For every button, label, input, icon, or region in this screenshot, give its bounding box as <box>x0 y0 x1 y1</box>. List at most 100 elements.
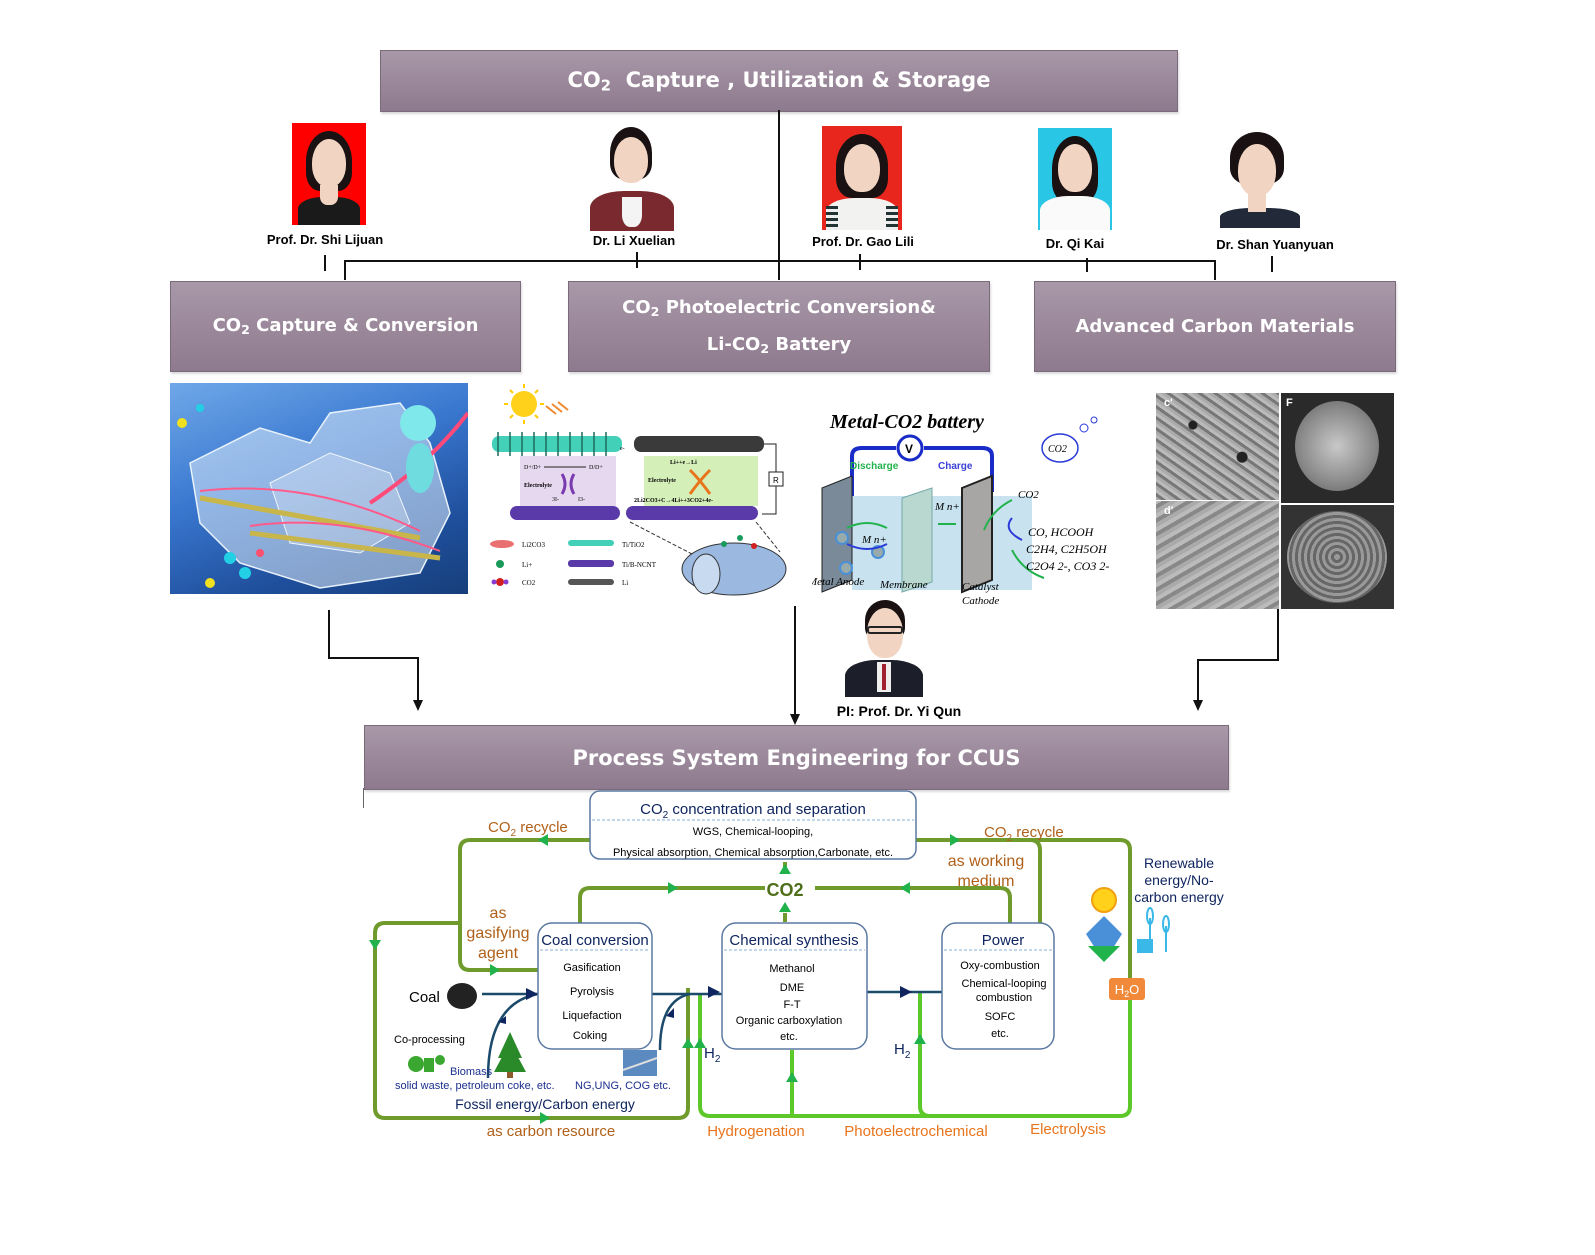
resistor-label: R <box>773 476 779 485</box>
reaction-top-label: Li++e→Li <box>670 460 697 466</box>
redox-right-label: D/D+ <box>589 465 603 471</box>
metal-co2-battery-svg: Metal-CO2 battery V Discharge Charge M n… <box>812 411 1109 607</box>
power-item: Oxy-combustion <box>960 960 1039 972</box>
flow-arrowheads <box>369 834 960 1124</box>
chemical-synthesis-title: Chemical synthesis <box>729 932 858 949</box>
photo-pi-yi-qun <box>845 600 923 697</box>
h2-left-label: H2 <box>704 1045 721 1065</box>
synthesis-item: Organic carboxylation <box>736 1015 842 1027</box>
solid-waste-label: solid waste, petroleum coke, etc. <box>395 1080 555 1092</box>
arrow-right-seg1 <box>1277 609 1279 661</box>
ion-right-label: M n+ <box>934 501 960 513</box>
main-title-bar: CO2 Capture , Utilization & Storage <box>380 50 1178 112</box>
product-line-1: CO, HCOOH <box>1028 525 1095 539</box>
navy-arrowheads <box>498 986 912 1024</box>
coal-label: Coal <box>409 989 440 1006</box>
sem-micrographs: c' F d' <box>1156 393 1394 609</box>
process-frame-left <box>363 788 364 808</box>
ion-left-label: M n+ <box>861 534 887 546</box>
photoelectric-battery-svg: D+/D+ D/D+ Electrolyte 3I- I3- Li++e→Li … <box>490 384 787 596</box>
separation-line-2: Physical absorption, Chemical absorption… <box>613 847 893 859</box>
renewable-line-1: Renewable <box>1144 855 1214 871</box>
co2-recycle-lines <box>373 838 1132 1120</box>
voltmeter-label: V <box>905 442 913 456</box>
fossil-label: Fossil energy/Carbon energy <box>455 1096 635 1112</box>
coal-conversion-box <box>537 922 653 1050</box>
separation-box <box>589 790 917 860</box>
tree-icon <box>494 1032 526 1078</box>
metal-co2-battery-figure: Metal-CO2 battery V Discharge Charge M n… <box>812 400 1132 610</box>
area-photoelectric-battery: CO2 Photoelectric Conversion& Li-CO2 Bat… <box>568 281 990 372</box>
power-item: SOFC <box>985 1011 1016 1023</box>
redox-left-label: D+/D+ <box>524 465 542 471</box>
gasifying-line-2: gasifying <box>466 925 529 942</box>
electrolysis-label: Electrolysis <box>1030 1121 1106 1138</box>
tick-gao <box>859 254 861 270</box>
person-name: Prof. Dr. Gao Lili <box>812 234 914 249</box>
hydro-dam-icon <box>1086 916 1122 962</box>
metal-co2-title: Metal-CO2 battery <box>829 411 984 433</box>
renewable-line-2: energy/No- <box>1144 872 1214 888</box>
co2-in-label: CO2 <box>1018 489 1039 501</box>
arrow-left-seg1 <box>328 610 330 658</box>
coal-conversion-title: Coal conversion <box>541 932 649 949</box>
area-capture-conversion: CO2 Capture & Conversion <box>170 281 521 372</box>
legend-ti-tio2: Ti/TiO2 <box>622 541 645 549</box>
power-item: etc. <box>991 1028 1009 1040</box>
electrolyte-left-label: Electrolyte <box>524 483 552 489</box>
sem-label-d: d' <box>1164 505 1174 517</box>
legend-li: Li <box>622 579 628 587</box>
capture-illustration-svg <box>177 402 468 589</box>
h2-right-label: H2 <box>894 1041 911 1061</box>
person-name: Dr. Shan Yuanyuan <box>1216 237 1334 252</box>
iodide-label: 3I- <box>552 497 559 503</box>
person-name: Prof. Dr. Shi Lijuan <box>266 232 384 247</box>
legend-li2co3: Li2CO3 <box>522 541 545 549</box>
legend-li-ion: Li+ <box>522 561 532 569</box>
anode-label: Metal Anode <box>812 576 864 588</box>
biomass-label: Biomass <box>450 1066 493 1078</box>
cloud-co2-label: CO2 <box>1048 444 1067 455</box>
hydrogen-lines <box>698 993 1132 1118</box>
triiodide-label: I3- <box>578 497 585 503</box>
working-medium-line-1: as working <box>948 853 1024 870</box>
coal-item: Liquefaction <box>562 1010 621 1022</box>
synthesis-item: DME <box>780 982 804 994</box>
connector-trunk <box>778 110 780 280</box>
coal-item: Coking <box>573 1030 607 1042</box>
sem-panel-c <box>1156 393 1279 500</box>
co-processing-label: Co-processing <box>394 1034 465 1046</box>
h2o-badge <box>1109 978 1145 1000</box>
arrow-left-seg3 <box>417 657 419 703</box>
process-title-bar: Process System Engineering for CCUS <box>364 725 1229 790</box>
connector-right-drop <box>1214 260 1216 280</box>
tick-shan <box>1271 256 1273 272</box>
product-line-3: C2O4 2-, CO3 2- <box>1026 559 1109 573</box>
power-item: combustion <box>976 992 1032 1004</box>
connector-left-drop <box>344 260 346 280</box>
photo-gao-lili <box>822 126 902 230</box>
sem-panel-d <box>1156 501 1279 609</box>
product-line-2: C2H4, C2H5OH <box>1026 542 1108 556</box>
sem-panel-f <box>1281 393 1394 503</box>
photo-shan-yuanyuan <box>1218 132 1302 228</box>
power-box <box>941 922 1055 1050</box>
power-item: Chemical-looping <box>962 978 1047 990</box>
synthesis-item: Methanol <box>769 963 814 975</box>
tick-shi <box>324 255 326 271</box>
person-name: Dr. Qi Kai <box>1045 236 1105 251</box>
photoelectric-battery-figure: D+/D+ D/D+ Electrolyte 3I- I3- Li++e→Li … <box>484 384 796 600</box>
main-title: CO2 Capture , Utilization & Storage <box>567 67 991 95</box>
cathode-label-2: Cathode <box>962 595 999 607</box>
power-title: Power <box>982 932 1025 949</box>
charge-label: Charge <box>938 461 973 472</box>
recycle-right-label: CO2 recycle <box>984 824 1064 844</box>
arrow-right-seg3 <box>1197 659 1199 703</box>
h2o-label: H2O <box>1115 982 1140 999</box>
wind-turbine-icon <box>1137 907 1170 953</box>
photo-shi-lijuan <box>292 123 366 225</box>
gasifying-line-3: agent <box>478 945 519 962</box>
membrane-label: Membrane <box>879 579 928 591</box>
arrow-right-seg2 <box>1197 659 1279 661</box>
coal-item: Gasification <box>563 962 620 974</box>
